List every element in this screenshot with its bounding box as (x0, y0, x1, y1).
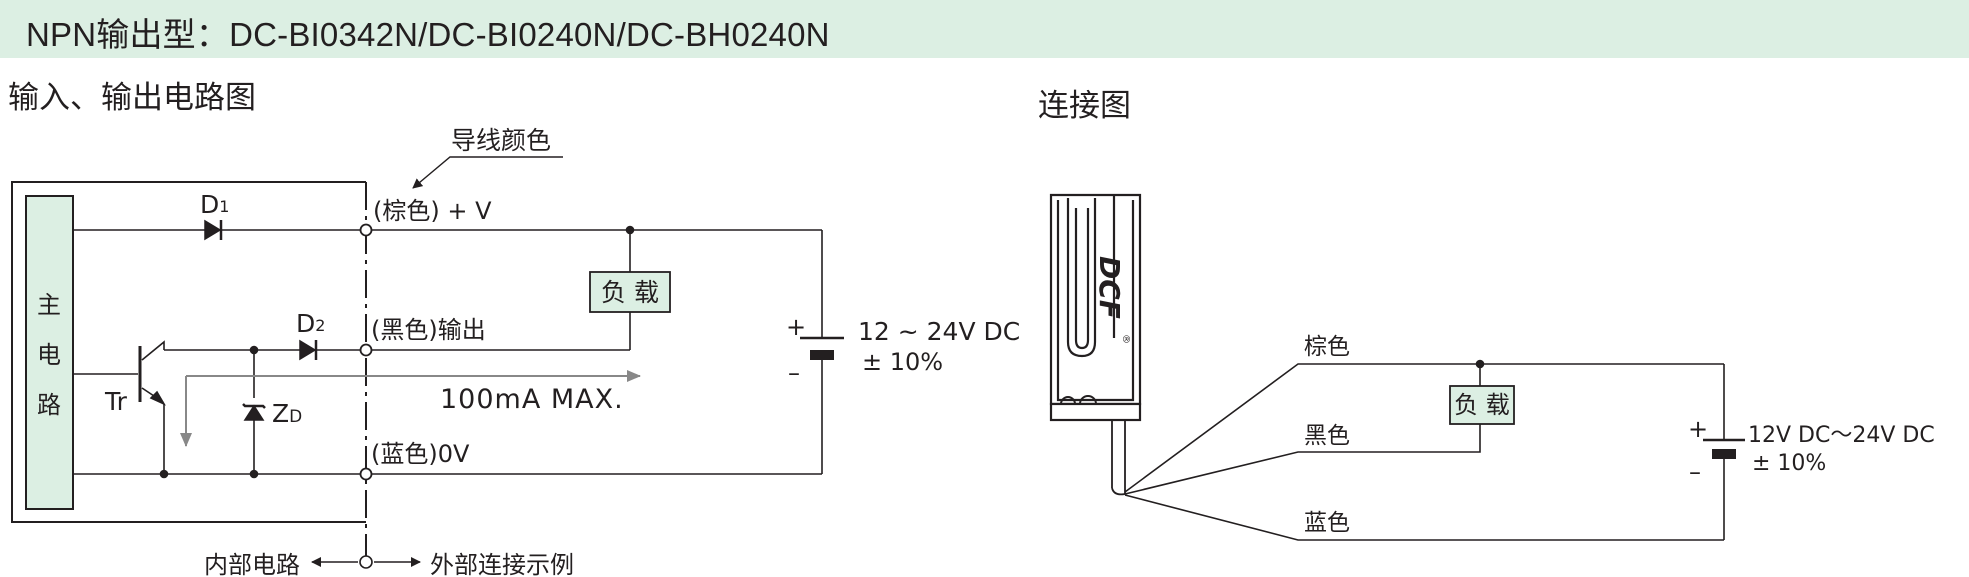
sensor-cable (1111, 420, 1126, 496)
supply-tolerance-left: ± 10% (862, 348, 943, 376)
brown-terminal-label: (棕色) + V (373, 197, 492, 225)
current-label: 100mA MAX. (440, 384, 624, 415)
wire-black (1124, 424, 1481, 495)
main-circuit-label-2: 电 (37, 341, 61, 369)
circuit-diagram-heading: 输入、输出电路图 (8, 80, 256, 116)
diode-d2 (299, 339, 318, 361)
terminal-blue (359, 467, 373, 481)
terminal-brown (359, 223, 373, 237)
main-circuit-block (25, 195, 74, 510)
wire-black-label: 黑色 (1304, 423, 1350, 449)
supply-minus-right: – (1689, 458, 1701, 486)
wire-blue-label: 蓝色 (1304, 510, 1350, 536)
terminal-black (359, 343, 373, 357)
connection-diagram-heading: 连接图 (1038, 88, 1131, 124)
main-circuit-label-3: 路 (37, 391, 61, 419)
load-box-left (589, 271, 671, 313)
supply-plus-right: + (1688, 415, 1708, 443)
internal-circuit-outline (11, 181, 366, 523)
zener-diode (242, 350, 266, 474)
blue-terminal-label: (蓝色)0V (371, 440, 470, 468)
diode-d1 (204, 219, 223, 241)
sensor-logo: DCF (1093, 256, 1126, 319)
diode-d1-label: D1 (200, 190, 229, 219)
wire-brown-label: 棕色 (1304, 334, 1350, 360)
supply-plus-left: + (786, 313, 806, 341)
supply-voltage-left: 12 ~ 24V DC (858, 317, 1020, 346)
sensor-face (1049, 402, 1142, 422)
load-label-left: 负 载 (601, 278, 659, 307)
circuit-diagram (11, 156, 844, 569)
supply-tolerance-right: ± 10% (1752, 451, 1826, 476)
internal-external-arrows (311, 555, 421, 569)
supply-minus-left: – (788, 359, 800, 387)
wire-brown (1124, 363, 1724, 493)
callout-arrow (412, 156, 563, 189)
transistor-tr (73, 340, 254, 474)
load-label-right: 负 载 (1454, 391, 1510, 419)
black-terminal-label: (黑色)输出 (371, 316, 486, 344)
transistor-label: Tr (104, 387, 128, 416)
connection-diagram (1049, 193, 1745, 541)
page-title: NPN输出型：DC-BI0342N/DC-BI0240N/DC-BH0240N (26, 16, 830, 53)
external-connection-label: 外部连接示例 (430, 551, 574, 577)
diode-d2-label: D2 (296, 309, 325, 338)
internal-circuit-label: 内部电路 (204, 551, 300, 577)
wire-blue (1124, 494, 1724, 541)
wire-color-callout: 导线颜色 (451, 126, 551, 155)
current-flow-arrow (180, 370, 641, 447)
registered-mark: ® (1120, 334, 1131, 344)
zener-label: ZD (272, 399, 302, 428)
title-bar: NPN输出型：DC-BI0342N/DC-BI0240N/DC-BH0240N (0, 0, 1969, 58)
supply-voltage-right: 12V DC～24V DC (1748, 423, 1935, 448)
load-box-right (1449, 385, 1515, 425)
main-circuit-label-1: 主 (37, 291, 61, 319)
